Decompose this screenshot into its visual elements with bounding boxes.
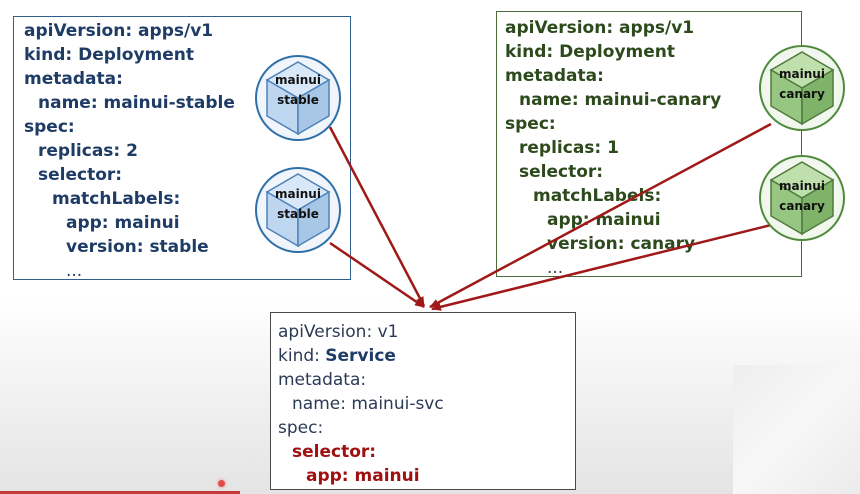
deployment-canary-yaml: apiVersion: apps/v1 kind: Deployment met… [505,16,721,280]
yaml-line-name: name: mainui-canary [519,90,722,110]
yaml-line-selector: selector: [292,442,377,462]
cursor-highlight-dot [218,480,225,487]
yaml-line-spec: spec: [505,114,556,134]
yaml-line-replicas: replicas: 2 [38,141,138,161]
pod-label-line1: mainui [779,179,825,193]
arrow-stable-1-to-service [328,126,426,307]
pod-stable-1: mainui stable [255,55,341,141]
yaml-line-label-app: app: mainui [66,213,180,233]
yaml-line-label-version: version: canary [547,234,696,254]
pod-label-line1: mainui [275,73,321,87]
deployment-stable-yaml: apiVersion: apps/v1 kind: Deployment met… [24,19,235,283]
yaml-line-metadata: metadata: [278,370,367,390]
yaml-line-metadata: metadata: [24,69,123,89]
yaml-line-kind: kind: Deployment [24,45,194,65]
yaml-line-replicas: replicas: 1 [519,138,619,158]
pod-label-line2: canary [779,199,825,213]
yaml-line-selector-app: app: mainui [306,466,420,486]
pod-cube-icon [265,173,331,248]
yaml-line-ellipsis: ... [547,258,564,278]
key: apiVersion: [278,322,378,342]
video-progress-bar [0,491,240,494]
pod-label-line2: canary [779,87,825,101]
service-box: apiVersion: v1 kind: Service metadata: n… [270,312,576,490]
deployment-canary-box: apiVersion: apps/v1 kind: Deployment met… [496,11,802,280]
yaml-line-selector: selector: [519,162,604,182]
yaml-line-apiversion: apiVersion: apps/v1 [24,21,214,41]
yaml-line-name: name: mainui-svc [292,394,444,414]
pod-label-line1: mainui [779,67,825,81]
yaml-line-selector: selector: [38,165,123,185]
yaml-line-label-app: app: mainui [547,210,661,230]
yaml-line-kind: kind: Service [278,344,444,368]
pod-canary-1: mainui canary [759,45,845,131]
pod-cube-icon [769,51,835,126]
yaml-line-apiversion: apiVersion: v1 [278,320,444,344]
yaml-line-name: name: mainui-stable [38,93,235,113]
pod-canary-2: mainui canary [759,155,845,241]
service-yaml: apiVersion: v1 kind: Service metadata: n… [278,320,444,488]
pod-label-line2: stable [277,93,319,107]
yaml-line-matchlabels: matchLabels: [52,189,181,209]
arrow-canary-1-to-service [429,122,772,309]
yaml-line-apiversion: apiVersion: apps/v1 [505,18,695,38]
yaml-line-label-version: version: stable [66,237,209,257]
yaml-line-spec: spec: [24,117,75,137]
value: v1 [377,322,399,342]
yaml-line-kind: kind: Deployment [505,42,675,62]
key: kind: [278,346,326,366]
value: Service [325,346,396,366]
yaml-line-metadata: metadata: [505,66,604,86]
pod-label-line1: mainui [275,187,321,201]
arrow-canary-2-to-service [431,223,772,311]
background-window-edge [733,365,860,494]
pod-label-line2: stable [277,207,319,221]
yaml-line-spec: spec: [278,418,324,438]
pod-stable-2: mainui stable [255,167,341,253]
arrow-stable-2-to-service [329,241,425,309]
pod-cube-icon [265,61,331,136]
pod-cube-icon [769,161,835,236]
yaml-line-ellipsis: ... [66,261,83,281]
